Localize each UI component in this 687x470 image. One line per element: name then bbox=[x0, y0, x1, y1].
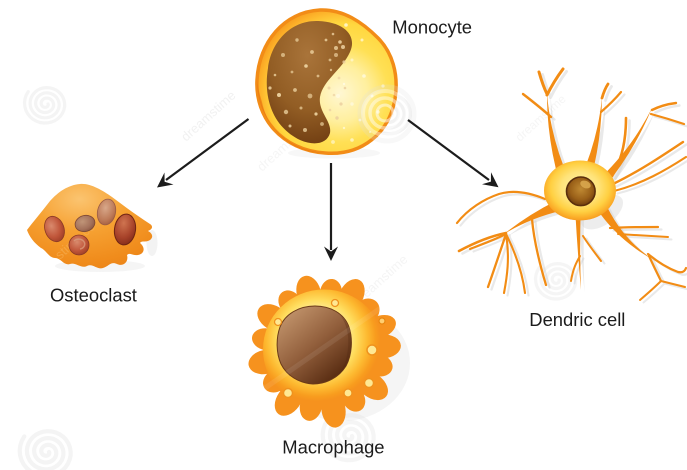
svg-text:Macrophage: Macrophage bbox=[282, 437, 384, 458]
svg-text:Dendric cell: Dendric cell bbox=[529, 309, 625, 330]
svg-text:Osteoclast: Osteoclast bbox=[50, 285, 137, 306]
svg-text:Monocyte: Monocyte bbox=[392, 17, 472, 38]
